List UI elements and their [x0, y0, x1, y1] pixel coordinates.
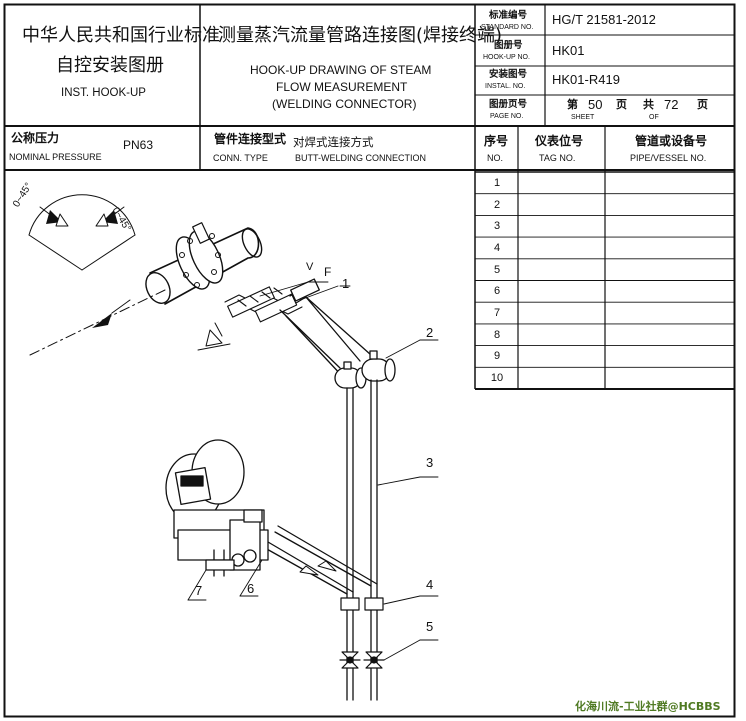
page-di: 第: [567, 98, 578, 111]
field-hookup-value: HK01: [552, 43, 585, 58]
drawing-title-en-line3: (WELDING CONNECTOR): [272, 97, 417, 111]
field-instal-label-cn: 安装图号: [489, 69, 528, 80]
field-instal-label-en: INSTAL. NO.: [485, 83, 526, 90]
conn-type-label-en: CONN. TYPE: [213, 153, 268, 163]
tag-table-col-no-en: NO.: [487, 153, 504, 163]
tag-row-number: 9: [493, 350, 501, 363]
tag-row-number: 10: [490, 372, 504, 385]
tag-row-number: 5: [493, 263, 501, 276]
root-valves: [224, 286, 303, 323]
tag-row-number: 7: [493, 307, 501, 320]
horizontal-impulse-lines: [264, 525, 378, 595]
tag-table-col-pipe-cn: 管道或设备号: [635, 134, 708, 148]
callout-1: 1: [342, 276, 350, 291]
nominal-pressure-label-cn: 公称压力: [11, 131, 60, 145]
tag-table-col-no-cn: 序号: [484, 134, 509, 148]
drawing-title-en-line1: HOOK-UP DRAWING OF STEAM: [250, 63, 432, 77]
callout-5: 5: [426, 619, 434, 634]
callout-leaders: [187, 281, 439, 661]
org-title-cn-line2: 自控安装图册: [56, 55, 164, 76]
impulse-lines-upper: [279, 278, 381, 379]
conn-type-value-cn: 对焊式连接方式: [293, 135, 374, 149]
main-steam-pipe: [29, 222, 263, 356]
org-title-en: INST. HOOK-UP: [61, 87, 146, 99]
page-ye: 页: [616, 98, 627, 111]
tag-table-col-pipe-en: PIPE/VESSEL NO.: [630, 153, 707, 163]
tag-row-number: 3: [493, 220, 501, 233]
field-standard-value: HG/T 21581-2012: [552, 12, 656, 27]
tag-row-number: 8: [493, 328, 501, 341]
callout-4: 4: [426, 577, 434, 592]
angle-indicator: [28, 194, 136, 271]
label-v: V: [306, 261, 314, 273]
drawing-title-cn: 测量蒸汽流量管路连接图(焊接终端): [218, 25, 503, 46]
field-hookup-label-en: HOOK-UP NO.: [483, 54, 530, 61]
conn-type-value-en: BUTT-WELDING CONNECTION: [295, 153, 427, 163]
page-sheet-en: SHEET: [571, 114, 595, 121]
dp-transmitter: [165, 439, 269, 577]
page-gong: 共: [643, 98, 654, 111]
field-hookup-label-cn: 图册号: [494, 40, 523, 51]
conn-type-label-cn: 管件连接型式: [214, 132, 287, 146]
field-page-label-cn: 图册页号: [489, 99, 528, 110]
field-standard-label-en: STANDARD NO.: [481, 24, 534, 31]
tees: [340, 597, 384, 611]
page-sheet-number: 50: [588, 97, 603, 112]
tag-row-number: 6: [493, 285, 501, 298]
nominal-pressure-value: PN63: [123, 138, 154, 152]
tag-row-number: 4: [493, 241, 501, 254]
drawing-title-en-line2: FLOW MEASUREMENT: [276, 80, 408, 94]
page-ye2: 页: [697, 98, 708, 111]
tag-table-col-tag-cn: 仪表位号: [535, 134, 584, 148]
condensate-pots: [334, 350, 396, 389]
page-of-en: OF: [649, 114, 659, 121]
drain-valves: [339, 651, 385, 669]
callout-3: 3: [426, 455, 434, 470]
callout-6: 6: [247, 581, 255, 596]
callout-7: 7: [195, 583, 203, 598]
callout-2: 2: [426, 325, 434, 340]
level-symbol: [197, 322, 231, 351]
nominal-pressure-label-en: NOMINAL PRESSURE: [9, 152, 102, 162]
label-f: F: [324, 265, 332, 279]
hookup-illustration: [28, 194, 439, 701]
tag-row-number: 2: [493, 198, 501, 211]
field-standard-label-cn: 标准编号: [489, 10, 528, 21]
field-page-label-en: PAGE NO.: [490, 113, 524, 120]
tag-row-number: 1: [493, 176, 501, 189]
watermark-text: 化海川流-工业社群@HCBBS: [575, 700, 721, 713]
page-total: 72: [664, 97, 679, 112]
field-instal-value: HK01-R419: [552, 72, 620, 87]
org-title-cn-line1: 中华人民共和国行业标准: [22, 25, 220, 46]
tag-table-col-tag-en: TAG NO.: [539, 153, 576, 163]
